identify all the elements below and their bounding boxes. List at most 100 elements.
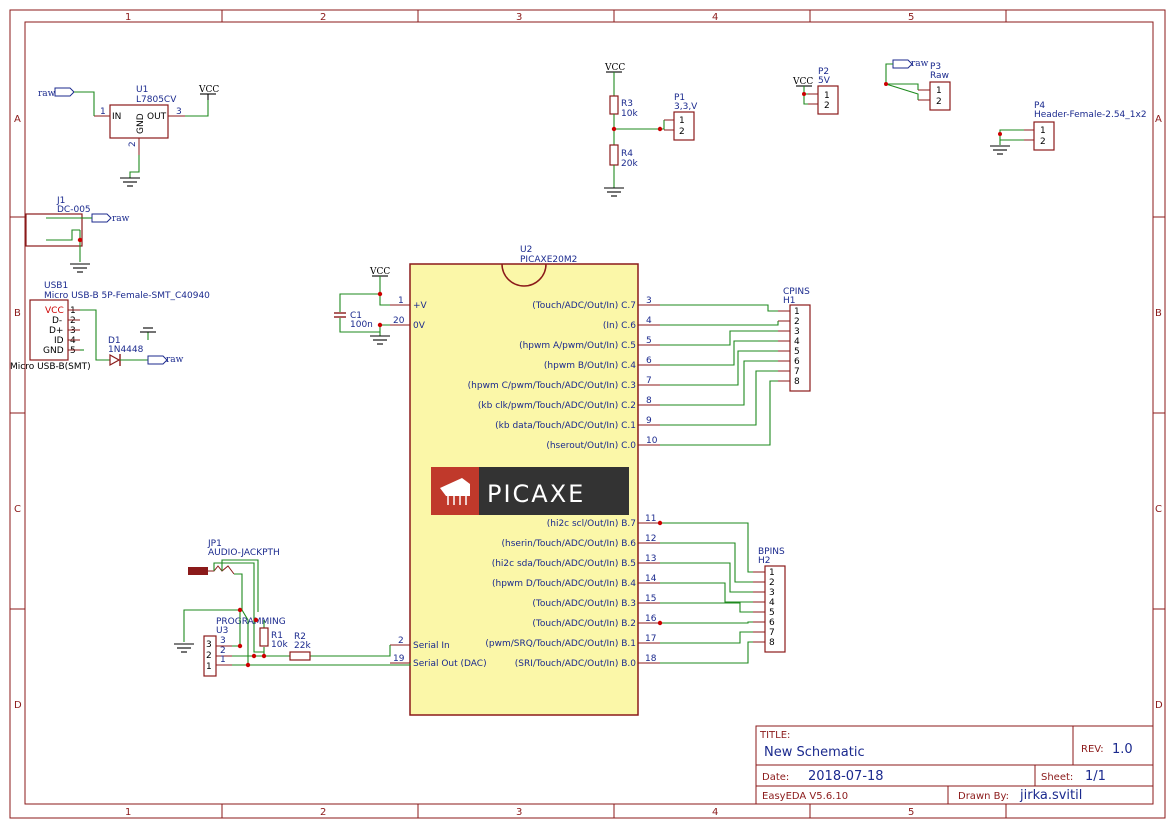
raw-label-d1: raw [166, 355, 184, 365]
ground-icon [70, 263, 90, 273]
r3-value: 10k [621, 109, 638, 119]
u1-pinnum-out: 3 [176, 107, 182, 117]
sheet-frame: 1 2 3 4 5 1 2 3 4 5 A B C D A B C D [9, 9, 1166, 819]
tool-version: EasyEDA V5.6.10 [762, 791, 848, 802]
vcc-label-u1: VCC [198, 85, 219, 95]
u2-pin-c5: (hpwm A/pwm/Out/In) C.5 [519, 341, 636, 351]
r2-ref: R2 [294, 632, 306, 642]
h1-pin-3: 3 [794, 327, 800, 337]
ground-icon [140, 327, 156, 333]
u2-pinnum-17: 17 [645, 634, 656, 644]
p1-pin-1: 1 [679, 116, 685, 126]
programming-header-u3[interactable]: PROGRAMMING U3 3 2 1 3 2 1 [203, 617, 286, 677]
u2-pin-c0: (hserout/Out/In) C.0 [546, 441, 636, 451]
usb-connector-usb1[interactable]: USB1 Micro USB-B 5P-Female-SMT_C40940 VC… [10, 281, 210, 372]
u3-pin-1: 1 [206, 662, 212, 672]
usb1-pin-dplus: D+ [49, 326, 63, 336]
h2-value: BPINS [758, 547, 785, 557]
header-p4[interactable]: P4 Header-Female-2.54_1x2 1 2 [1024, 101, 1147, 151]
p4-pin-1: 1 [1040, 126, 1046, 136]
raw-flag-u1: raw [38, 87, 75, 99]
r4-value: 20k [621, 159, 638, 169]
title-value: New Schematic [764, 745, 865, 760]
col-label-bottom-2: 2 [320, 807, 326, 818]
capacitor-c1[interactable]: C1 100n [334, 311, 373, 330]
u2-pinnum-13: 13 [645, 554, 656, 564]
ground-icon [174, 643, 194, 653]
u1-pin-gnd: GND [136, 113, 146, 134]
u2-pinnum-2: 2 [398, 636, 404, 646]
p3-ref: P3 [930, 62, 941, 72]
row-label-left-a: A [14, 114, 21, 125]
rev-value: 1.0 [1112, 742, 1133, 757]
raw-label-p3: raw [911, 59, 929, 69]
u2-pin-c7: (Touch/ADC/Out/In) C.7 [532, 301, 636, 311]
jp1-value: AUDIO-JACKPTH [208, 548, 280, 558]
diode-d1[interactable]: D1 1N4448 [108, 336, 144, 367]
row-label-right-c: C [1155, 504, 1162, 515]
raw-label-j1: raw [112, 214, 130, 224]
col-label-top-2: 2 [320, 12, 326, 23]
col-label-bottom-3: 3 [516, 807, 522, 818]
h2-pin-4: 4 [769, 598, 775, 608]
h2-pin-1: 1 [769, 568, 775, 578]
p4-value: Header-Female-2.54_1x2 [1034, 110, 1147, 120]
u2-pinnum-16: 16 [645, 614, 657, 624]
audio-jack-jp1[interactable]: JP1 AUDIO-JACKPTH [188, 539, 280, 575]
ground-icon [120, 177, 140, 187]
picaxe-u2[interactable]: U2 PICAXE20M2 PICAXE 1 +V 20 0V 2 Serial… [390, 245, 660, 716]
vcc-label-u2: VCC [369, 267, 390, 277]
u1-value: L7805CV [136, 95, 177, 105]
u2-pin-c6: (In) C.6 [603, 321, 636, 331]
sheet-label: Sheet: [1041, 772, 1073, 783]
regulator-u1[interactable]: U1 L7805CV IN OUT GND 1 3 2 [94, 85, 185, 155]
p3-pin-1: 1 [936, 86, 942, 96]
raw-label-u1: raw [38, 89, 56, 99]
j1-ref: J1 [56, 196, 65, 206]
j1-value: DC-005 [57, 205, 91, 215]
u2-pin-c3: (hpwm C/pwm/Touch/ADC/Out/In) C.3 [468, 381, 636, 391]
u3-value: PROGRAMMING [216, 617, 286, 627]
vcc-label-p2: VCC [792, 77, 813, 87]
u2-value: PICAXE20M2 [520, 255, 577, 265]
u2-pin-b4: (hpwm D/Touch/ADC/Out/In) B.4 [492, 579, 636, 589]
h1-ref: H1 [783, 296, 796, 306]
row-label-right-b: B [1155, 308, 1162, 319]
h2-pin-6: 6 [769, 618, 775, 628]
header-p3[interactable]: P3 Raw 1 2 [918, 62, 951, 111]
u3-pinnum-2: 2 [220, 646, 226, 656]
u3-ref: U3 [216, 626, 228, 636]
row-label-right-d: D [1155, 700, 1163, 711]
p1-value: 3,3,V [674, 102, 698, 112]
h1-pin-2: 2 [794, 317, 800, 327]
u2-pinnum-3: 3 [646, 296, 652, 306]
title-block: TITLE: New Schematic REV: 1.0 Date: 2018… [755, 725, 1154, 805]
dc-jack-j1[interactable]: J1 DC-005 [25, 196, 91, 247]
col-label-top-3: 3 [516, 12, 522, 23]
picaxe-logo-text: PICAXE [487, 480, 585, 508]
header-h1[interactable]: CPINS H1 1 2 3 4 5 6 7 8 [778, 287, 811, 392]
h1-value: CPINS [783, 287, 810, 297]
u2-pinnum-15: 15 [645, 594, 656, 604]
p2-pin-1: 1 [824, 91, 830, 101]
picaxe-logo: PICAXE [431, 467, 629, 515]
u2-pinnum-8: 8 [646, 396, 652, 406]
resistor-r1[interactable]: R1 10k [259, 627, 288, 650]
p1-ref: P1 [674, 93, 685, 103]
u2-pinnum-4: 4 [646, 316, 652, 326]
jp1-ref: JP1 [207, 539, 222, 549]
u3-pinnum-1: 1 [220, 655, 226, 665]
header-p1[interactable]: P1 3,3,V 1 2 [664, 93, 698, 141]
usb1-pinnum-3: 3 [70, 326, 76, 336]
u2-pin-b7: (hi2c scl/Out/In) B.7 [547, 519, 636, 529]
h2-pin-8: 8 [769, 638, 775, 648]
resistor-r2[interactable]: R2 22k [289, 632, 311, 661]
header-p2[interactable]: P2 5V 1 2 [808, 67, 839, 115]
c1-value: 100n [350, 320, 373, 330]
header-h2[interactable]: BPINS H2 1 2 3 4 5 6 7 8 [753, 547, 786, 653]
usb1-pinnum-4: 4 [70, 336, 76, 346]
p3-pin-2: 2 [936, 97, 942, 107]
h1-pin-5: 5 [794, 347, 800, 357]
ground-icon [370, 335, 390, 345]
u2-pin-b5: (hi2c sda/Touch/ADC/Out/In) B.5 [492, 559, 636, 569]
